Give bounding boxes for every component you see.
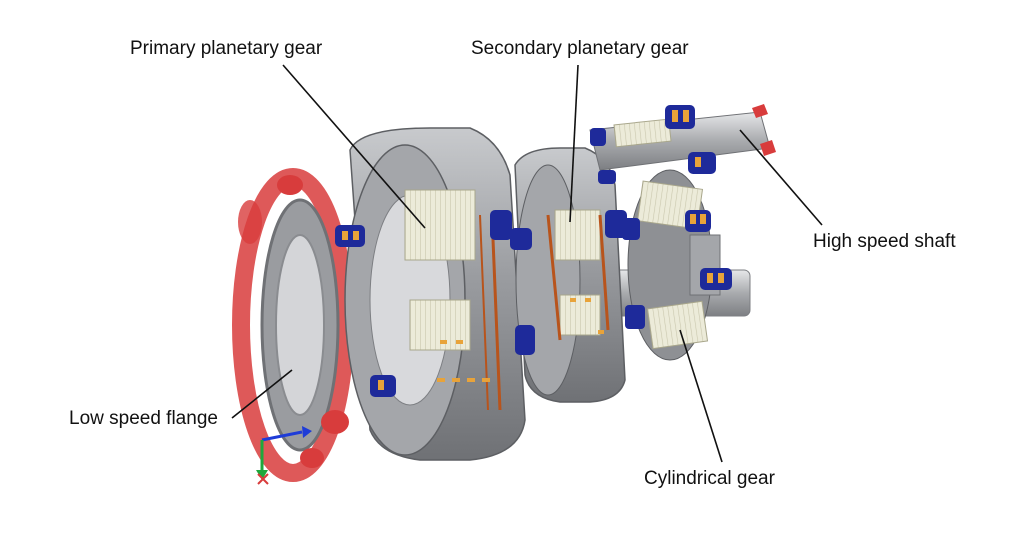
primary-planetary-housing bbox=[344, 127, 526, 461]
cylindrical-gear-label: Cylindrical gear bbox=[644, 468, 775, 489]
leader-lines bbox=[231, 64, 823, 463]
leader-primary bbox=[282, 64, 426, 229]
primary-planet-gear-teeth bbox=[404, 189, 476, 261]
bearing-rollers bbox=[342, 110, 724, 390]
low-speed-flange-part bbox=[232, 168, 354, 482]
leader-secondary bbox=[569, 64, 579, 223]
leader-cylindrical bbox=[679, 329, 723, 463]
high-speed-shaft-label: High speed shaft bbox=[813, 231, 956, 252]
high-speed-shaft-part bbox=[589, 104, 776, 171]
secondary-planet-gear-teeth bbox=[554, 209, 601, 261]
leader-highspeed bbox=[739, 129, 823, 226]
secondary-planetary-housing bbox=[514, 147, 626, 403]
cylindrical-gear-part bbox=[627, 169, 721, 361]
leader-lowspeed bbox=[231, 369, 293, 419]
axis-triad-icon bbox=[256, 426, 312, 485]
secondary-planetary-gear-label: Secondary planetary gear bbox=[471, 38, 689, 59]
primary-planetary-gear-label: Primary planetary gear bbox=[130, 38, 323, 59]
secondary-planet-gear-teeth-lower bbox=[559, 294, 601, 336]
low-speed-flange-label: Low speed flange bbox=[69, 408, 218, 429]
